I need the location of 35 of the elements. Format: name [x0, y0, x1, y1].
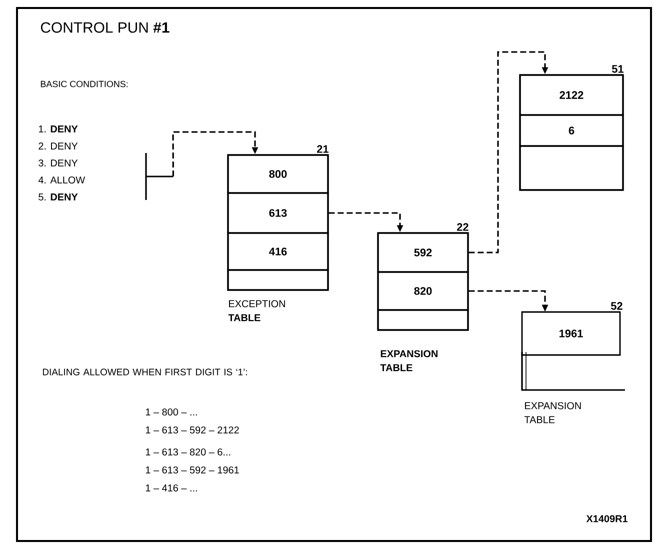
table-number: 22 — [457, 223, 468, 231]
note-text: 1 – 800 – ... — [146, 408, 197, 416]
note-text: 5. DENY — [38, 194, 78, 200]
table-cell: 800 — [227, 154, 329, 194]
note-text: DIALING ALLOWED WHEN FIRST DIGIT IS ‘1’: — [43, 368, 247, 376]
note-text: 1 – 613 – 820 – 6... — [146, 448, 230, 456]
table-cell — [227, 269, 329, 291]
note-text: 2. DENY — [38, 142, 78, 150]
bracket — [145, 152, 174, 201]
table-caption: EXCEPTION TABLE — [228, 300, 285, 322]
table-caption: EXPANSION TABLE — [524, 402, 581, 424]
table-number: 21 — [317, 145, 328, 153]
table-cell: 592 — [377, 232, 469, 273]
table-cell — [519, 145, 624, 191]
note-text: 4. ALLOW — [38, 176, 86, 184]
title: CONTROL PUN #1 — [40, 22, 170, 33]
note-text: 3. DENY — [38, 159, 78, 167]
table-cell: 613 — [227, 192, 329, 234]
table-number: 51 — [612, 65, 624, 73]
arrow — [172, 131, 258, 176]
table-cell: 416 — [227, 232, 329, 271]
note-text: 1 – 613 – 592 – 1961 — [146, 466, 239, 474]
table-cell: 2122 — [519, 74, 624, 116]
table-caption: EXPANSION TABLE — [380, 350, 438, 372]
note-text: 1 – 416 – ... — [146, 484, 197, 492]
note-text: BASIC CONDITIONS: — [40, 80, 128, 88]
table-cell: 820 — [377, 271, 469, 311]
figure-code: X1409R1 — [586, 515, 628, 522]
note-text: 1 – 613 – 592 – 2122 — [146, 426, 239, 434]
note-text: 1. DENY — [38, 126, 78, 132]
table-cell — [377, 309, 469, 331]
table-number: 52 — [610, 302, 622, 310]
table-cell: 6 — [519, 114, 624, 147]
arrow — [468, 51, 548, 254]
table-cell: 1961 — [521, 311, 621, 356]
